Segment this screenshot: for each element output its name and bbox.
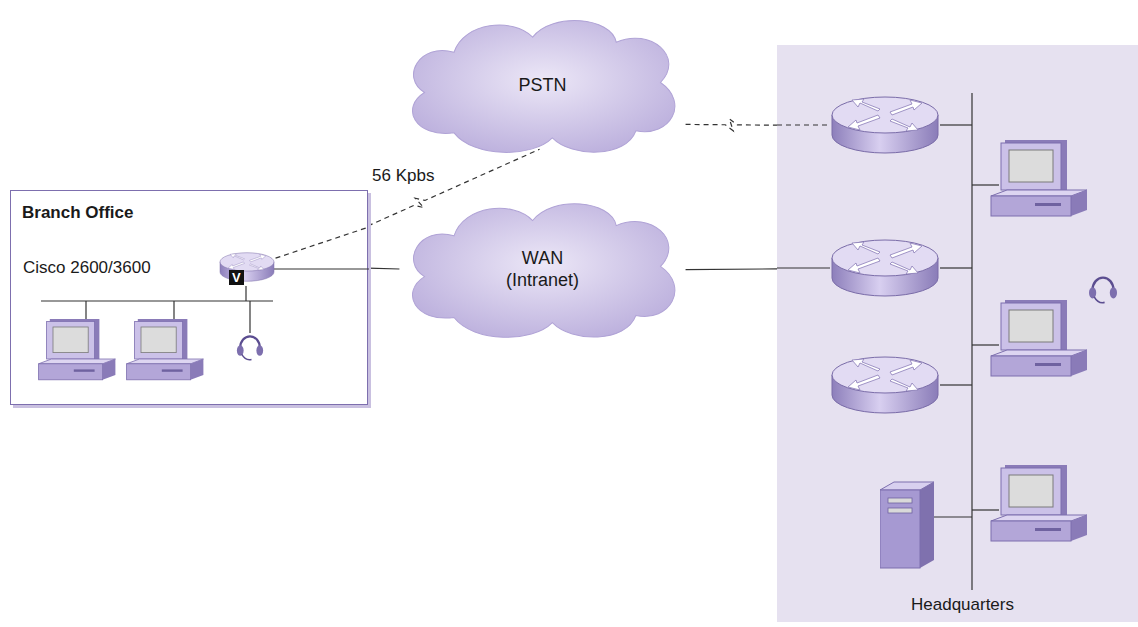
headquarters-network-art — [777, 45, 1132, 622]
device-model-label: Cisco 2600/3600 — [23, 258, 151, 278]
network-cloud: WAN (Intranet) — [395, 195, 690, 343]
node-label: Headquarters — [777, 595, 1138, 615]
network-cloud: PSTN — [395, 12, 690, 158]
branch-network-art — [11, 191, 369, 406]
cloud-shape — [395, 195, 690, 343]
dialup-link — [686, 119, 777, 131]
link-speed-label: 56 Kpbs — [370, 166, 436, 186]
wan-link — [368, 267, 399, 269]
node-label: Branch Office — [22, 203, 133, 223]
headquarters-area: Headquarters — [777, 45, 1138, 622]
branch-office-box: Branch Office — [10, 190, 368, 405]
node-label: WAN (Intranet) — [495, 247, 591, 292]
node-label: PSTN — [495, 74, 591, 97]
wan-link — [686, 268, 777, 270]
voice-module-mark: V — [229, 270, 244, 285]
